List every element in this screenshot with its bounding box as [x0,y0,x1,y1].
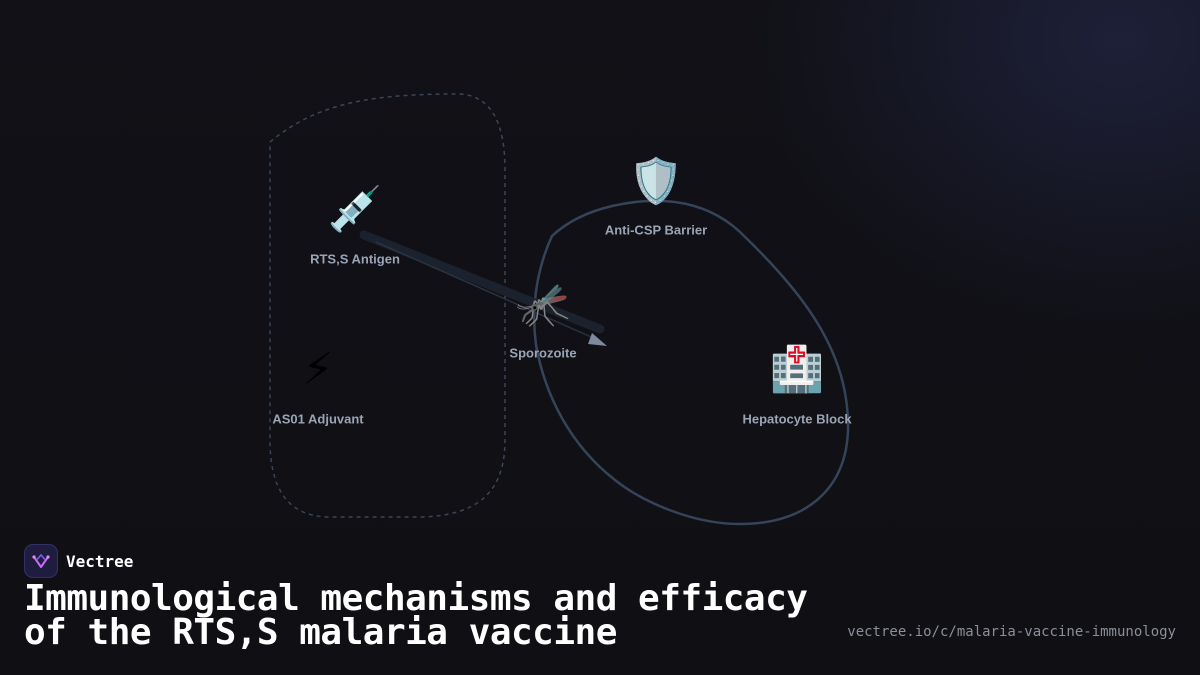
arrowhead [588,333,607,346]
brand: Vectree [24,544,133,578]
node-label-rtss-antigen: RTS,S Antigen [310,251,400,267]
lightning-icon: ⚡ [302,344,334,395]
node-label-hepatocyte-block: Hepatocyte Block [742,411,852,427]
shield-icon: 🛡️ [628,156,684,207]
title-line-1: Immunological mechanisms and efficacy [24,578,808,619]
immune-response-group [532,199,850,526]
edge-rtss-to-sporozoite [359,230,607,346]
node-hepatocyte-block: 🏥 [770,344,825,396]
mosquito-icon: 🦟 [515,279,571,330]
node-as01-adjuvant: ⚡ [303,344,334,396]
brand-name: Vectree [66,551,134,571]
node-label-anti-csp-barrier: Anti-CSP Barrier [604,222,708,238]
vectree-logo-icon [24,544,58,578]
node-sporozoite: 🦟 [516,279,571,331]
node-rtss-antigen: 💉 [328,184,383,236]
node-anti-csp-barrier: 🛡️ [629,156,684,208]
hospital-icon: 🏥 [769,344,825,395]
title-line-2: of the RTS,S malaria vaccine [24,612,617,653]
syringe-icon: 💉 [327,184,383,235]
node-label-sporozoite: Sporozoite [509,345,577,361]
vaccine-components-group [269,93,506,518]
page-title: Immunological mechanisms and efficacy of… [24,578,808,653]
node-label-as01-adjuvant: AS01 Adjuvant [272,411,364,427]
source-url[interactable]: vectree.io/c/malaria-vaccine-immunology [847,624,1176,640]
vectree-logo-mark [32,553,50,568]
